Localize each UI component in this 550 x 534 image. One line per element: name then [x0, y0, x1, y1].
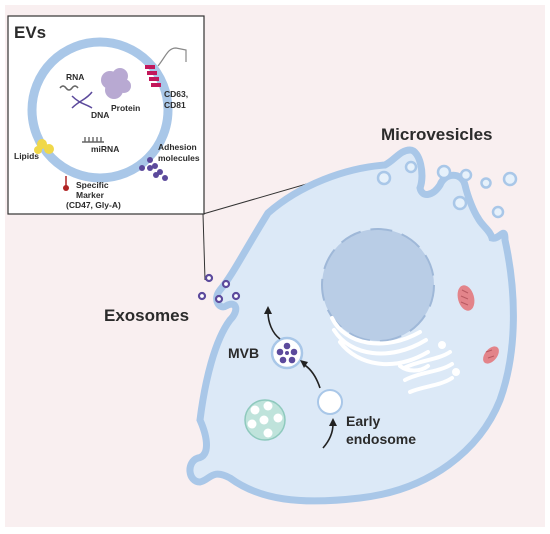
adhesion-molecule-icon — [139, 157, 168, 181]
connector-line-left — [202, 213, 206, 281]
multivesicular-endosome — [244, 399, 286, 441]
marker-label-line2: Marker — [76, 190, 105, 200]
microvesicles-label: Microvesicles — [381, 125, 493, 144]
exosomes-label: Exosomes — [104, 306, 189, 325]
mitochondria — [457, 285, 499, 364]
marker-label-line1: Specific — [76, 180, 109, 190]
adhesion-label-line1: Adhesion — [158, 142, 197, 152]
inset-title: EVs — [14, 23, 46, 42]
rna-strand-icon — [59, 85, 79, 91]
lipid-icon — [34, 139, 54, 154]
early-endosome-label-line1: Early — [346, 413, 380, 429]
mirna-icon — [82, 137, 104, 143]
cd63-label: CD63, — [164, 89, 188, 99]
dna-label: DNA — [91, 110, 109, 120]
ev-membrane — [27, 37, 173, 183]
cd-protein-icon — [145, 47, 187, 87]
golgi-apparatus — [402, 341, 460, 394]
mirna-label: miRNA — [91, 144, 119, 154]
exosome-particles — [197, 273, 241, 304]
early-endosome-label-line2: endosome — [346, 431, 416, 447]
arrow-heads — [264, 306, 337, 426]
mvb-vesicle — [270, 336, 304, 370]
mvb-label: MVB — [228, 345, 259, 361]
cd81-label: CD81 — [164, 100, 186, 110]
early-endosome-vesicle — [317, 389, 343, 415]
specific-marker-icon — [63, 176, 69, 191]
marker-label-line3: (CD47, Gly-A) — [66, 200, 121, 210]
lipids-label: Lipids — [14, 151, 39, 161]
protein-blob-icon — [101, 68, 131, 99]
microvesicle-particles — [376, 160, 518, 219]
protein-label: Protein — [111, 103, 140, 113]
cell — [186, 146, 518, 505]
ev-inset-box: EVs RNA DNA Protein CD63, CD81 miRNA Lip… — [7, 15, 205, 215]
nucleus — [321, 228, 435, 342]
rna-label: RNA — [66, 72, 84, 82]
adhesion-label-line2: molecules — [158, 153, 200, 163]
dna-helix-icon — [71, 91, 93, 109]
